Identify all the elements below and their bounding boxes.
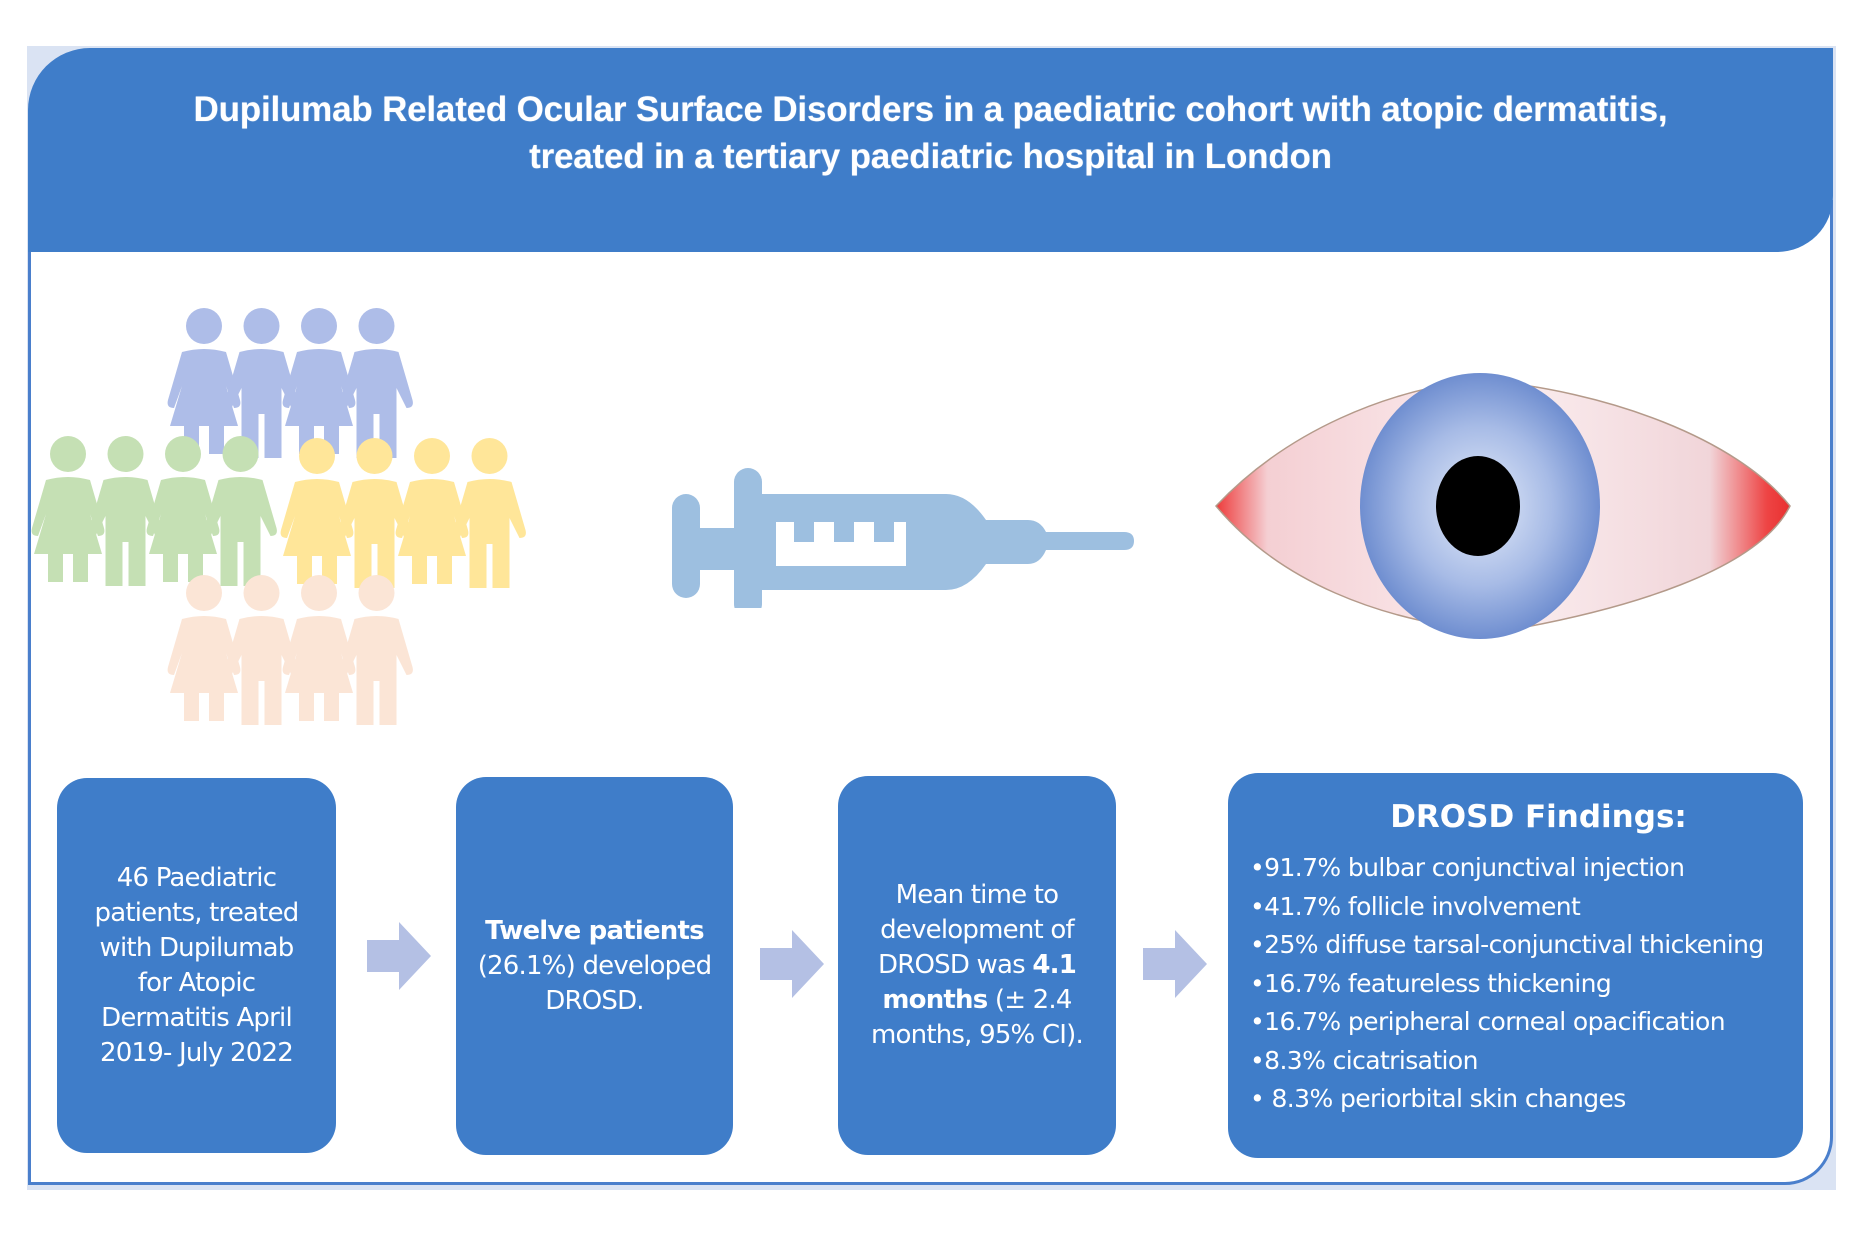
cohort-line: for Atopic <box>137 967 256 998</box>
cohort-line: with Dupilumab <box>99 932 295 963</box>
boy-figure-icon <box>453 438 526 588</box>
onset-line: months, 95% CI). <box>871 1020 1084 1050</box>
title-line-1: Dupilumab Related Ocular Surface Disorde… <box>193 90 1668 129</box>
patient-cohort-icon <box>31 308 526 725</box>
finding-item: •91.7% bulbar conjunctival injection <box>1250 853 1685 882</box>
group-green <box>31 436 277 586</box>
incidence-bold: Twelve patients <box>485 915 704 946</box>
syringe-icon <box>672 468 1134 608</box>
group-blue <box>167 308 413 458</box>
arrow-right-icon <box>367 922 431 990</box>
red-eye-icon <box>1214 373 1791 639</box>
finding-item: •16.7% peripheral corneal opacification <box>1250 1007 1726 1036</box>
onset-text: DROSD was <box>877 950 1033 980</box>
finding-item: •25% diffuse tarsal-conjunctival thicken… <box>1250 930 1764 959</box>
onset-line: development of <box>880 915 1074 945</box>
finding-item: •8.3% cicatrisation <box>1250 1045 1478 1075</box>
group-peach <box>167 575 413 725</box>
onset-unit: months <box>882 985 988 1015</box>
boy-figure-icon <box>89 436 162 586</box>
girl-figure-icon <box>146 436 220 582</box>
girl-figure-icon <box>31 436 105 582</box>
pupil <box>1436 456 1520 556</box>
finding-item: •41.7% follicle involvement <box>1250 891 1581 921</box>
boy-figure-icon <box>225 575 298 725</box>
onset-mean-value: 4.1 <box>1032 950 1076 980</box>
boy-figure-icon <box>340 575 413 725</box>
boy-figure-icon <box>338 438 411 588</box>
finding-item: •16.7% featureless thickening <box>1250 968 1612 998</box>
onset-line: Mean time to <box>895 880 1059 910</box>
group-yellow <box>280 438 526 588</box>
girl-figure-icon <box>280 438 354 584</box>
cohort-line: 2019- July 2022 <box>99 1037 294 1068</box>
incidence-line: DROSD. <box>545 985 644 1016</box>
girl-figure-icon <box>282 308 356 454</box>
girl-figure-icon <box>395 438 469 584</box>
boy-figure-icon <box>340 308 413 458</box>
arrow-right-icon <box>760 930 824 998</box>
girl-figure-icon <box>167 308 241 454</box>
findings-title: DROSD Findings: <box>1390 799 1687 835</box>
girl-figure-icon <box>282 575 356 721</box>
title-banner: Dupilumab Related Ocular Surface Disorde… <box>28 48 1833 252</box>
finding-item: • 8.3% periorbital skin changes <box>1250 1084 1626 1113</box>
arrow-right-icon <box>1143 930 1207 998</box>
boy-figure-icon <box>204 436 277 586</box>
girl-figure-icon <box>167 575 241 721</box>
onset-ci-text: (± 2.4 <box>987 985 1073 1015</box>
cohort-line: patients, treated <box>94 897 300 928</box>
boy-figure-icon <box>225 308 298 458</box>
step-cohort-card: 46 Paediatric patients, treated with Dup… <box>57 778 336 1153</box>
step-onset-card: Mean time to development of DROSD was 4.… <box>838 776 1116 1155</box>
step-incidence-card: Twelve patients (26.1%) developed DROSD. <box>456 777 733 1155</box>
incidence-line: (26.1%) developed <box>477 950 712 981</box>
cohort-line: Dermatitis April <box>101 1002 293 1033</box>
cohort-line: 46 Paediatric <box>116 862 277 893</box>
findings-card: DROSD Findings: •91.7% bulbar conjunctiv… <box>1228 773 1803 1158</box>
title-line-2: treated in a tertiary paediatric hospita… <box>529 137 1332 176</box>
